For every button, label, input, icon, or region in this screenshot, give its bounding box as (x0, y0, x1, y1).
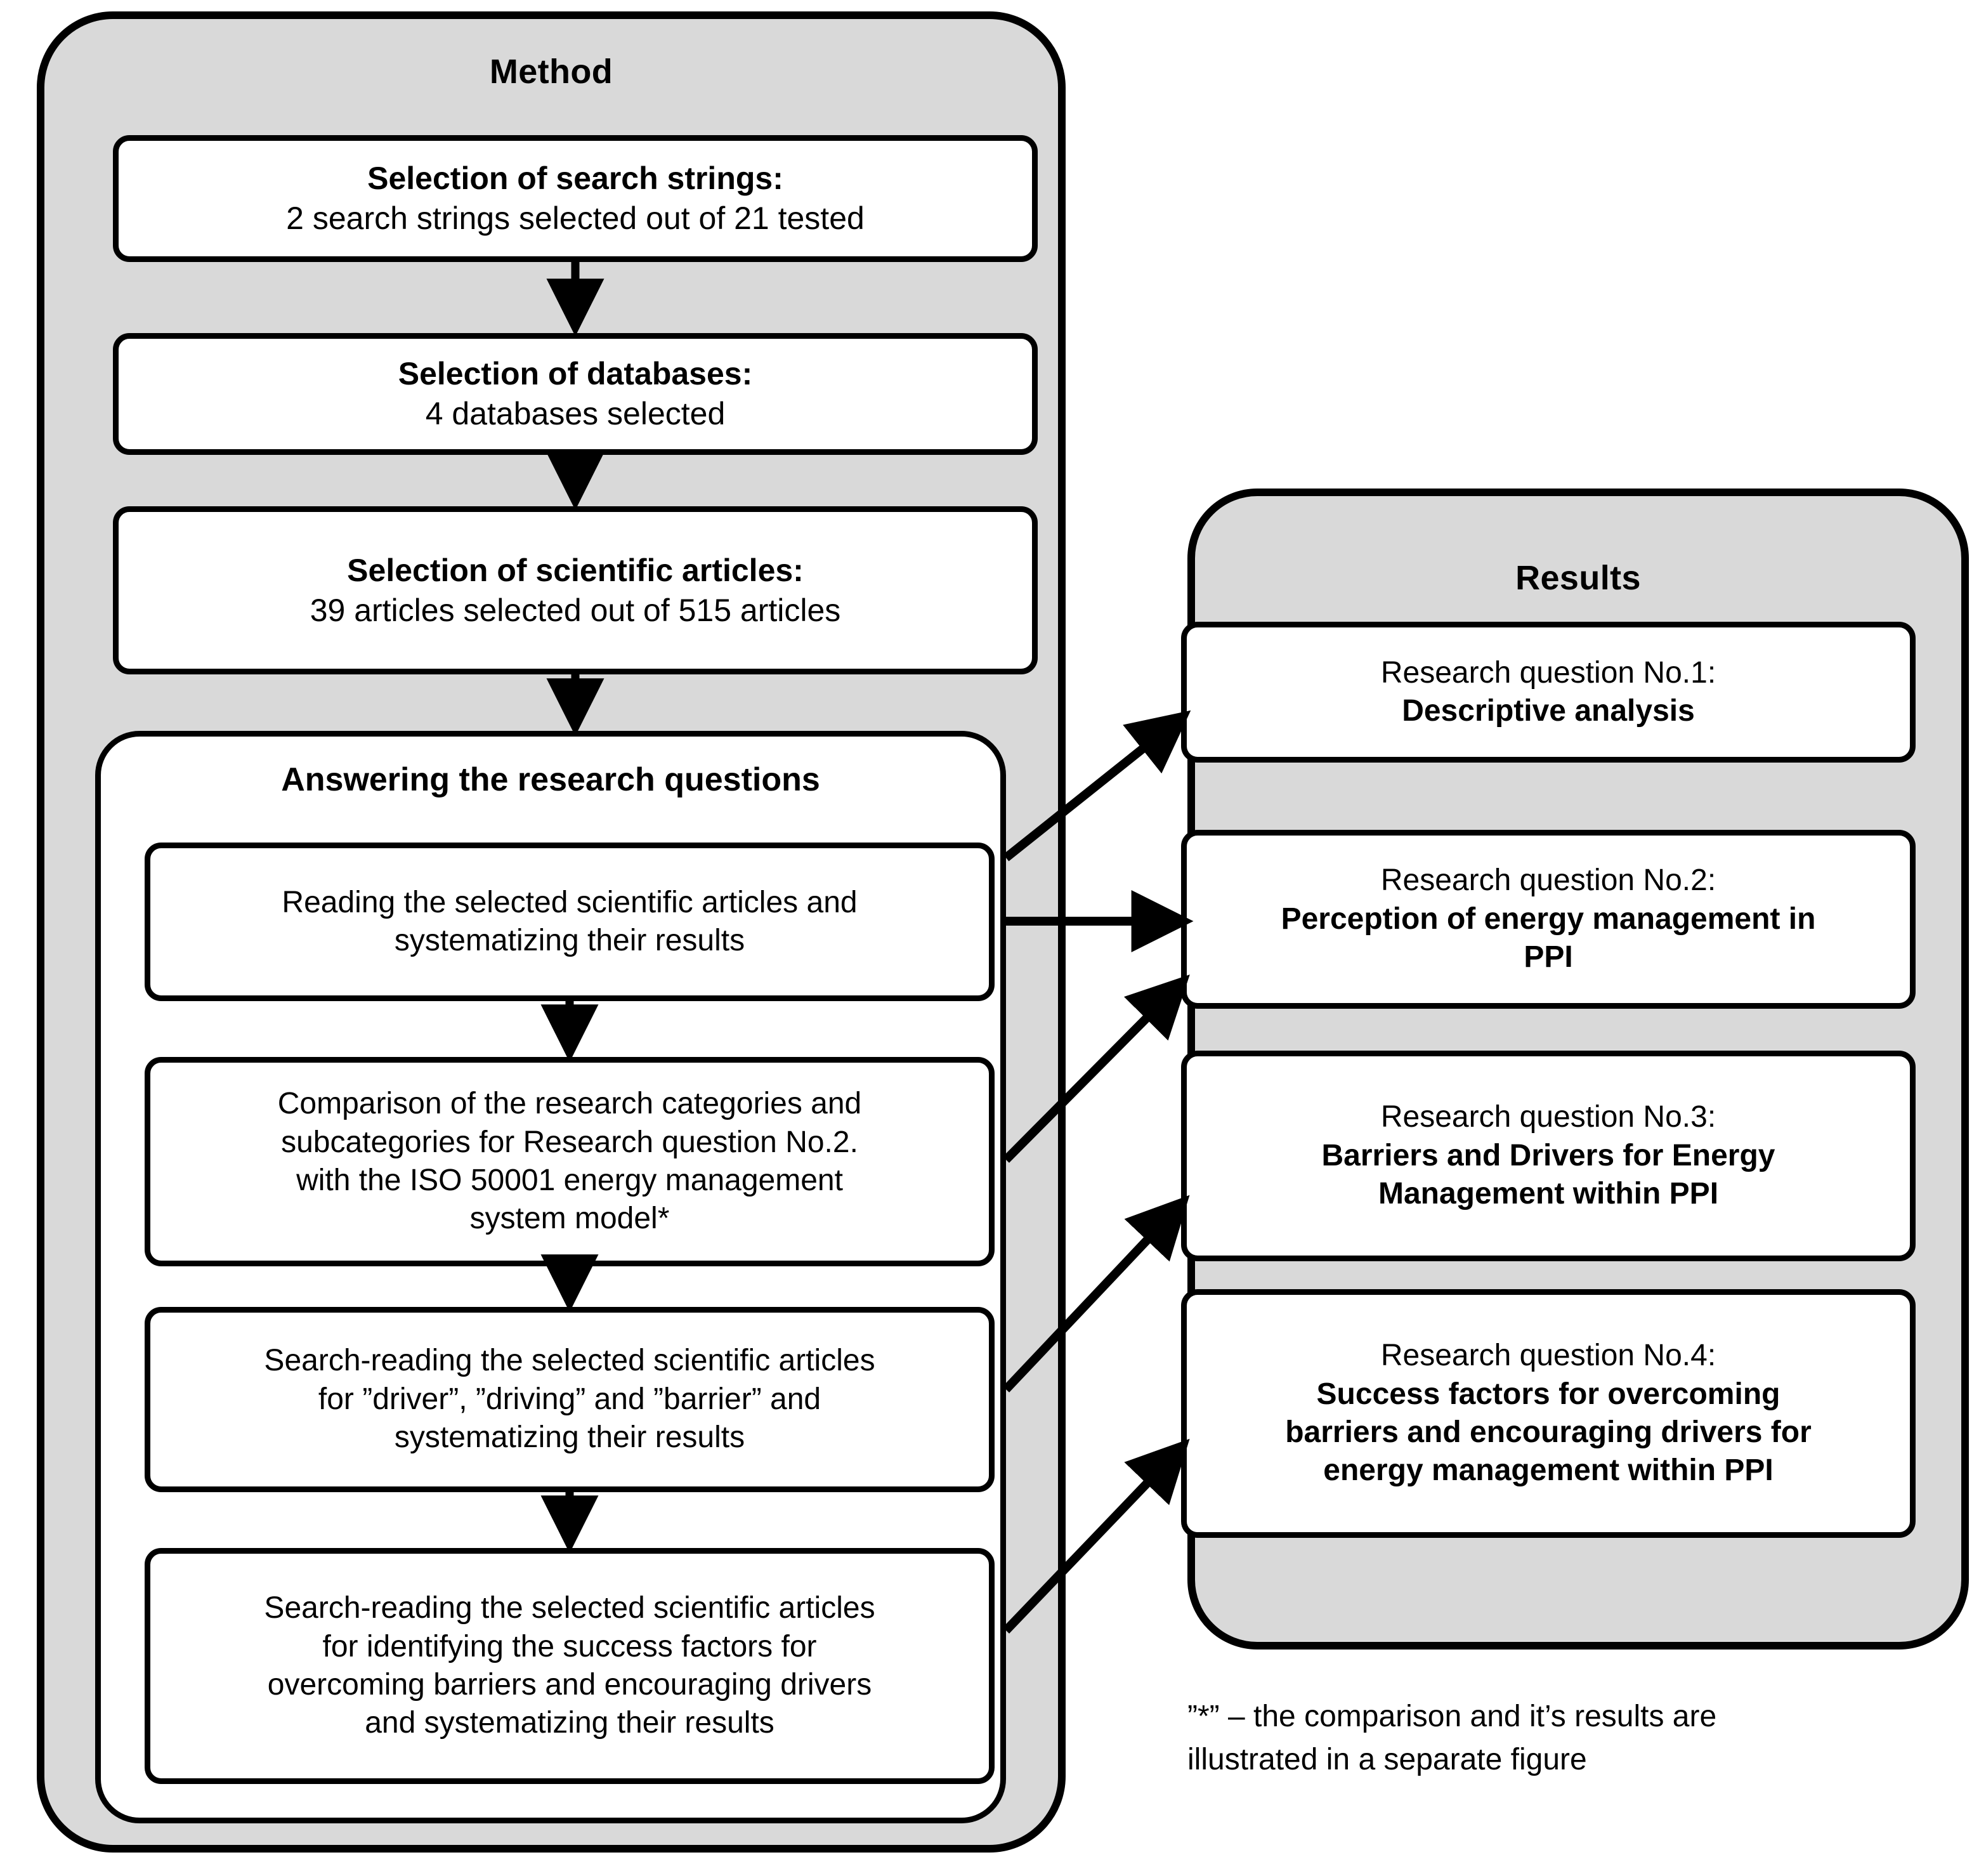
footnote: ”*” – the comparison and it’s results ar… (1187, 1695, 1949, 1781)
answering-panel-title: Answering the research questions (281, 761, 820, 798)
node-answer: PPI (1524, 940, 1573, 974)
node-line: subcategories for Research question No.2… (281, 1125, 858, 1159)
node-label: Research question No.3: (1380, 1100, 1716, 1134)
node-comparison-with-iso-50001[interactable]: Comparison of the research categories an… (145, 1057, 995, 1266)
node-detail: 39 articles selected out of 515 articles (310, 592, 841, 628)
node-heading: Selection of search strings: (367, 161, 783, 196)
results-panel-title: Results (1515, 559, 1641, 597)
node-research-question-1[interactable]: Research question No.1: Descriptive anal… (1181, 622, 1916, 763)
node-answer: Descriptive analysis (1402, 694, 1695, 728)
node-answer: Perception of energy management in (1281, 902, 1816, 936)
method-panel-title: Method (489, 53, 613, 91)
node-answer: barriers and encouraging drivers for (1285, 1415, 1812, 1449)
footnote-line-1: ”*” – the comparison and it’s results ar… (1187, 1700, 1717, 1733)
node-line: overcoming barriers and encouraging driv… (267, 1668, 872, 1702)
node-research-question-4[interactable]: Research question No.4: Success factors … (1181, 1289, 1916, 1538)
node-detail: 2 search strings selected out of 21 test… (286, 200, 865, 236)
node-heading: Selection of databases: (398, 356, 753, 391)
node-line: with the ISO 50001 energy management (296, 1164, 843, 1197)
node-label: Research question No.4: (1380, 1339, 1716, 1373)
node-search-reading-drivers-barriers[interactable]: Search-reading the selected scientific a… (145, 1307, 995, 1492)
node-line: systematizing their results (394, 924, 745, 957)
node-answer: Success factors for overcoming (1316, 1377, 1780, 1411)
node-answer: energy management within PPI (1323, 1453, 1774, 1488)
node-label: Research question No.1: (1380, 655, 1716, 690)
node-detail: 4 databases selected (425, 396, 726, 431)
node-reading-and-systematizing[interactable]: Reading the selected scientific articles… (145, 843, 995, 1001)
node-line: Search-reading the selected scientific a… (264, 1344, 875, 1378)
node-line: system model* (469, 1202, 670, 1236)
node-line: Comparison of the research categories an… (277, 1087, 862, 1121)
node-selection-of-scientific-articles[interactable]: Selection of scientific articles: 39 art… (113, 506, 1038, 674)
footnote-line-2: illustrated in a separate figure (1187, 1743, 1587, 1777)
node-research-question-3[interactable]: Research question No.3: Barriers and Dri… (1181, 1051, 1916, 1261)
node-search-reading-success-factors[interactable]: Search-reading the selected scientific a… (145, 1548, 995, 1784)
node-selection-of-search-strings[interactable]: Selection of search strings: 2 search st… (113, 135, 1038, 262)
node-label: Research question No.2: (1380, 863, 1716, 898)
node-line: Reading the selected scientific articles… (282, 885, 858, 919)
node-research-question-2[interactable]: Research question No.2: Perception of en… (1181, 830, 1916, 1009)
node-answer: Management within PPI (1378, 1177, 1719, 1211)
node-answer: Barriers and Drivers for Energy (1321, 1138, 1775, 1172)
node-heading: Selection of scientific articles: (347, 552, 804, 588)
node-selection-of-databases[interactable]: Selection of databases: 4 databases sele… (113, 333, 1038, 455)
node-line: Search-reading the selected scientific a… (264, 1591, 875, 1625)
node-line: systematizing their results (394, 1420, 745, 1455)
node-line: and systematizing their results (365, 1706, 774, 1740)
node-line: for identifying the success factors for (322, 1629, 817, 1663)
node-line: for ”driver”, ”driving” and ”barrier” an… (318, 1382, 821, 1416)
